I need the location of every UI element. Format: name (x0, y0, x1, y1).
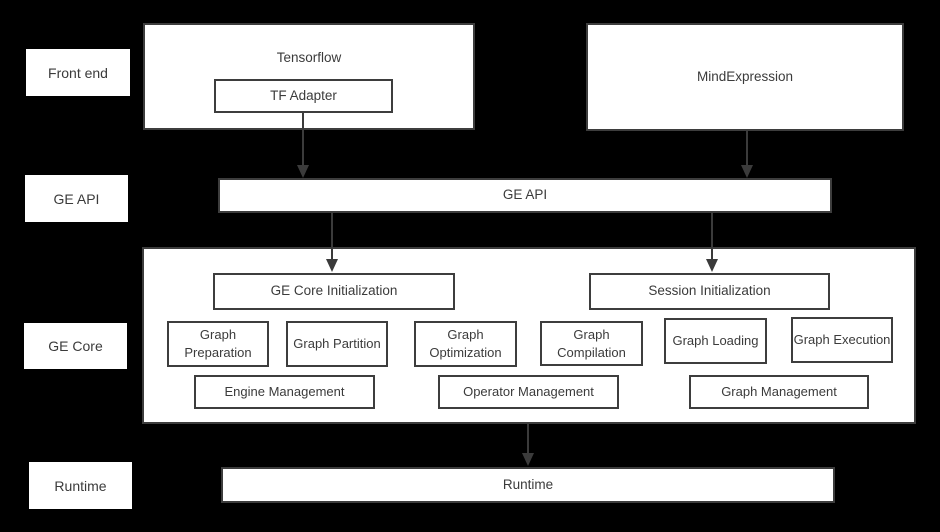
ge-api-bar: GE API (218, 178, 832, 213)
tensorflow-box: Tensorflow TF Adapter (143, 23, 475, 130)
layer-label-ge-api: GE API (25, 175, 128, 222)
layer-label-runtime-text: Runtime (54, 477, 107, 494)
session-initialization-label: Session Initialization (648, 283, 771, 299)
graph-optimization-box: Graph Optimization (414, 321, 517, 367)
graph-management-label: Graph Management (721, 384, 837, 400)
arrow-head-icon (706, 259, 718, 272)
tf-adapter-box: TF Adapter (214, 79, 393, 113)
layer-label-ge-api-text: GE API (53, 190, 100, 207)
tensorflow-title: Tensorflow (276, 50, 342, 65)
operator-management-box: Operator Management (438, 375, 619, 409)
arrow-stem (711, 213, 713, 260)
graph-preparation-box: Graph Preparation (167, 321, 269, 367)
arrow-stem (746, 131, 748, 166)
session-initialization-box: Session Initialization (589, 273, 830, 310)
layer-label-ge-core: GE Core (24, 323, 127, 369)
layer-label-front-end: Front end (26, 49, 130, 96)
layer-label-front-end-text: Front end (48, 64, 108, 81)
graph-preparation-label: Graph Preparation (184, 327, 252, 360)
engine-management-box: Engine Management (194, 375, 375, 409)
arrow-head-icon (297, 165, 309, 178)
graph-optimization-label: Graph Optimization (429, 327, 502, 360)
arrow-stem (527, 424, 529, 454)
engine-management-label: Engine Management (224, 384, 345, 400)
arrow-head-icon (741, 165, 753, 178)
graph-management-box: Graph Management (689, 375, 869, 409)
layer-label-runtime: Runtime (29, 462, 132, 509)
ge-core-box: GE Core Initialization Session Initializ… (142, 247, 916, 424)
graph-loading-box: Graph Loading (664, 318, 767, 364)
mindexpression-label: MindExpression (696, 68, 794, 84)
ge-core-initialization-box: GE Core Initialization (213, 273, 455, 310)
arrow-stem (331, 213, 333, 260)
arrow-head-icon (522, 453, 534, 466)
runtime-bar-label: Runtime (502, 476, 554, 492)
graph-partition-label: Graph Partition (293, 336, 381, 352)
graph-execution-box: Graph Execution (791, 317, 893, 363)
arrow-head-icon (326, 259, 338, 272)
graph-loading-label: Graph Loading (672, 333, 759, 349)
operator-management-label: Operator Management (463, 384, 594, 400)
ge-api-bar-label: GE API (502, 187, 548, 203)
graph-compilation-label: Graph Compilation (557, 326, 626, 360)
arrow-stem (302, 113, 304, 166)
mindexpression-box: MindExpression (586, 23, 904, 131)
runtime-bar: Runtime (221, 467, 835, 503)
graph-partition-box: Graph Partition (286, 321, 388, 367)
tf-adapter-label: TF Adapter (270, 87, 337, 103)
ge-core-initialization-label: GE Core Initialization (270, 283, 398, 299)
layer-label-ge-core-text: GE Core (48, 338, 103, 354)
graph-execution-label: Graph Execution (793, 332, 891, 348)
graph-compilation-box: Graph Compilation (540, 321, 643, 366)
